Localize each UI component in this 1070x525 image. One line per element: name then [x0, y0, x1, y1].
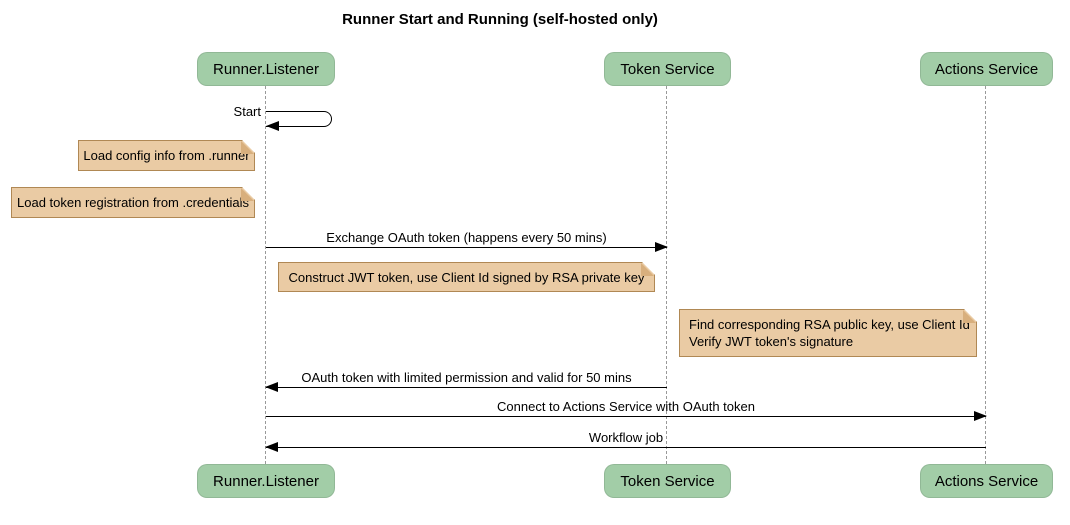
diagram-title: Runner Start and Running (self-hosted on…	[342, 11, 658, 28]
message-label: OAuth token with limited permission and …	[301, 370, 632, 385]
lifeline-runner-listener	[265, 86, 266, 464]
message-connect-actions-service: Connect to Actions Service with OAuth to…	[266, 399, 987, 421]
note-construct-jwt: Construct JWT token, use Client Id signe…	[278, 262, 655, 292]
participant-label: Actions Service	[934, 60, 1039, 78]
message-label: Exchange OAuth token (happens every 50 m…	[326, 230, 607, 245]
arrowhead-left-icon	[265, 441, 278, 452]
participant-token-service-bottom: Token Service	[604, 464, 731, 498]
self-message-loop	[266, 111, 332, 127]
note-load-token-registration: Load token registration from .credential…	[11, 187, 255, 218]
message-label: Workflow job	[588, 430, 664, 445]
participant-runner-listener-top: Runner.Listener	[197, 52, 335, 86]
message-oauth-token-response: OAuth token with limited permission and …	[265, 370, 667, 392]
participant-actions-service-bottom: Actions Service	[920, 464, 1053, 498]
participant-label: Token Service	[620, 472, 715, 490]
participant-label: Token Service	[620, 60, 715, 78]
arrowhead-left-icon	[265, 381, 278, 392]
note-text: Load token registration from .credential…	[17, 195, 249, 210]
participant-runner-listener-bottom: Runner.Listener	[197, 464, 335, 498]
note-load-config: Load config info from .runner	[78, 140, 255, 171]
message-label: Connect to Actions Service with OAuth to…	[497, 399, 755, 414]
arrowhead-left-icon	[266, 121, 279, 131]
participant-label: Actions Service	[934, 472, 1039, 490]
note-verify-jwt: Find corresponding RSA public key, use C…	[679, 309, 977, 357]
participant-actions-service-top: Actions Service	[920, 52, 1053, 86]
message-label-start: Start	[233, 104, 261, 119]
arrowhead-right-icon	[655, 241, 668, 252]
participant-label: Runner.Listener	[213, 60, 319, 78]
note-text-line1: Find corresponding RSA public key, use C…	[689, 317, 970, 332]
note-text: Construct JWT token, use Client Id signe…	[288, 269, 645, 285]
arrowhead-right-icon	[974, 410, 987, 421]
message-workflow-job: Workflow job	[265, 430, 986, 452]
participant-token-service-top: Token Service	[604, 52, 731, 86]
message-exchange-oauth-token: Exchange OAuth token (happens every 50 m…	[266, 230, 668, 252]
lifeline-actions-service	[985, 86, 986, 464]
note-text: Load config info from .runner	[83, 148, 250, 163]
note-text-line2: Verify JWT token's signature	[689, 334, 854, 349]
participant-label: Runner.Listener	[213, 472, 319, 490]
lifeline-token-service	[666, 86, 667, 464]
